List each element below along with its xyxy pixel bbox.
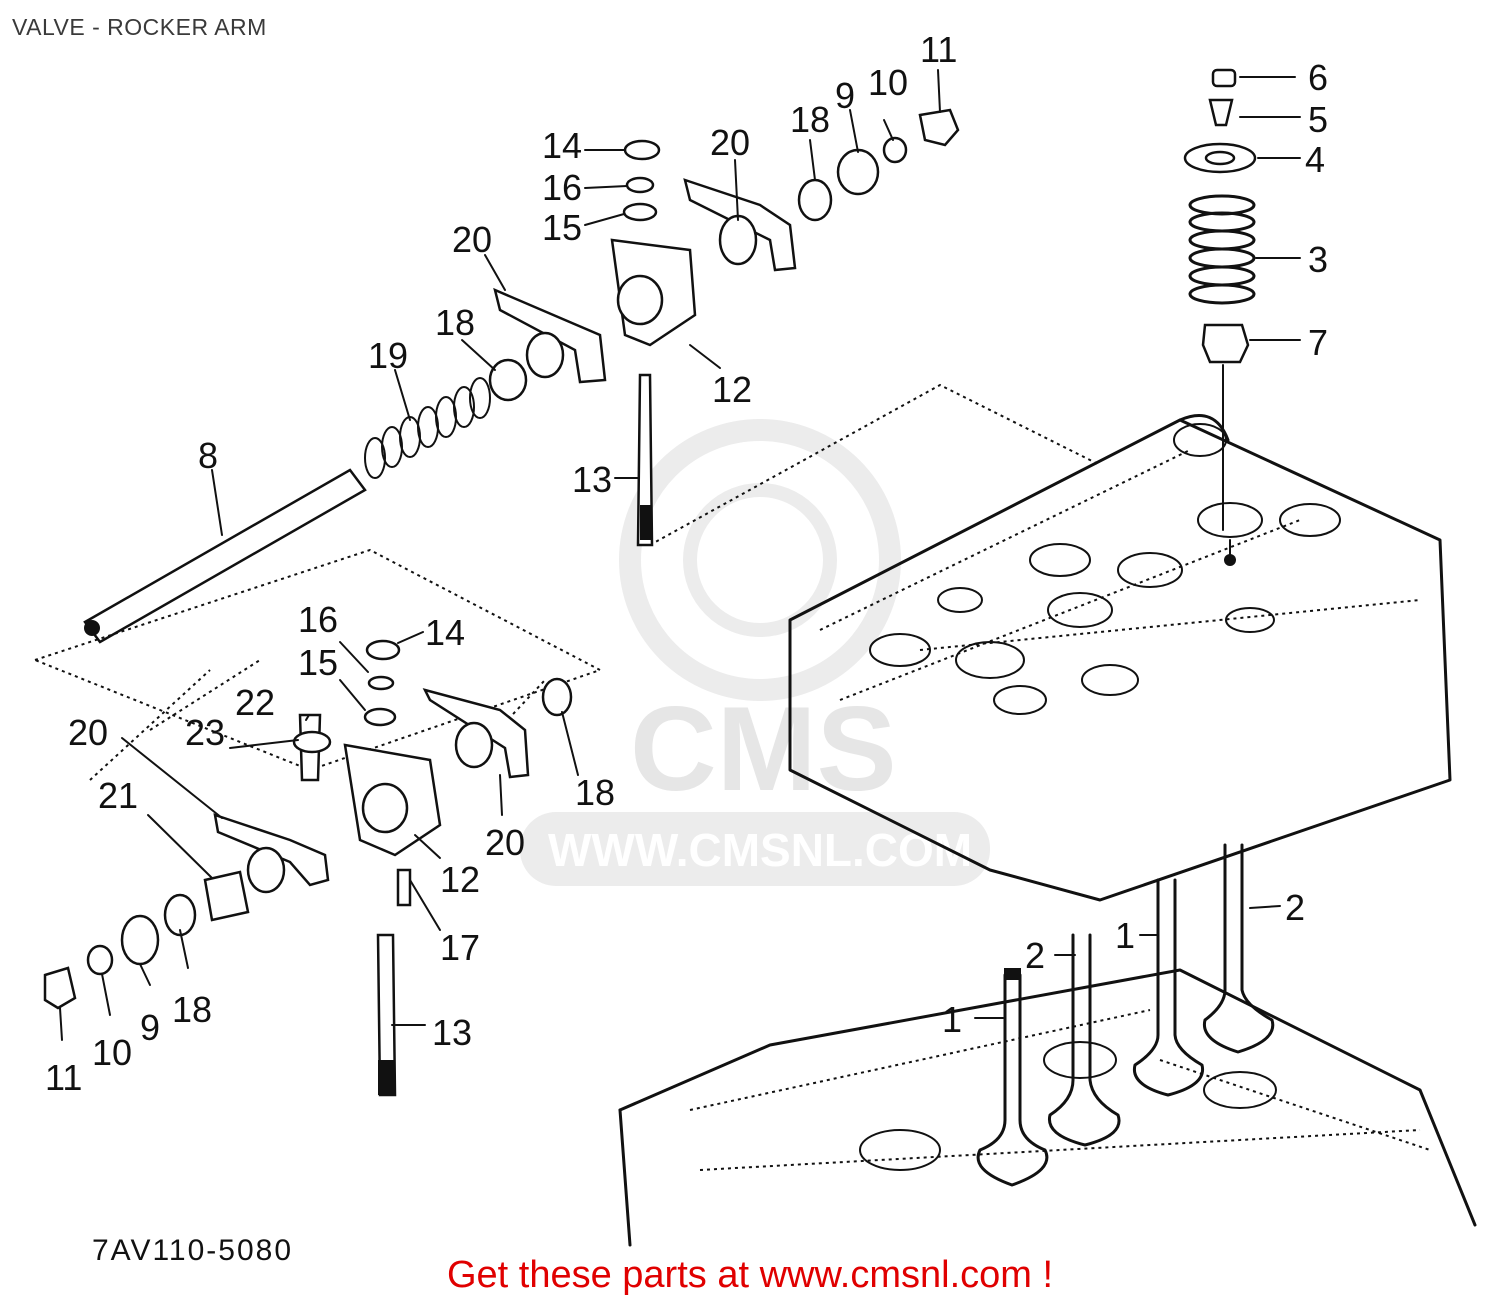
callout-5: 5 [1308,99,1328,140]
cylinder-block [618,968,1477,1247]
callout-13-top: 13 [572,459,612,500]
leader-lines [59,69,1301,1041]
callout-9-bl: 9 [140,1007,160,1048]
valve-spring-assembly [1183,68,1257,531]
callout-18-low: 18 [575,772,615,813]
upper-rocker-assembly [493,108,960,547]
callout-20-left: 20 [68,712,108,753]
callout-3: 3 [1308,239,1328,280]
callout-4: 4 [1305,139,1325,180]
callout-11-top: 11 [920,29,957,70]
watermark-brand: CMS [630,682,897,816]
callout-8: 8 [198,435,218,476]
callout-1-right: 1 [1115,915,1135,956]
callout-7: 7 [1308,322,1328,363]
cta-banner: Get these parts at www.cmsnl.com ! [0,1254,1500,1297]
rocker-shaft [32,358,1101,772]
valve-1-left [976,968,1049,1187]
valve-2-left [1047,933,1121,1147]
callout-2-left: 2 [1025,935,1045,976]
watermark: CMS WWW.CMSNL.COM [520,419,990,886]
callout-22: 22 [235,682,275,723]
callout-10-top: 10 [868,62,908,103]
valves [976,843,1275,1187]
callout-12-top: 12 [712,369,752,410]
valve-1-right [1132,878,1205,1097]
callout-20-mid: 20 [452,219,492,260]
callout-14-top: 14 [542,125,582,166]
callout-23: 23 [185,712,225,753]
callout-16-low: 16 [298,599,338,640]
drawing-code: 7AV110-5080 [92,1234,294,1267]
callout-18-mid: 18 [435,302,475,343]
callout-1-left: 1 [942,999,962,1040]
callout-18-top: 18 [790,99,830,140]
callout-20-top: 20 [710,122,750,163]
callout-13-low: 13 [432,1012,472,1053]
callout-18-bl: 18 [172,989,212,1030]
callout-16-top: 16 [542,167,582,208]
callout-15-top: 15 [542,207,582,248]
page-title: VALVE - ROCKER ARM [12,14,267,40]
callout-19: 19 [368,335,408,376]
callout-labels: 11 10 9 18 20 14 16 15 20 18 19 12 13 8 … [45,29,1328,1098]
callout-2-right: 2 [1285,887,1305,928]
callout-9-top: 9 [835,75,855,116]
callout-15-low: 15 [298,642,338,683]
callout-17: 17 [440,927,480,968]
callout-6: 6 [1308,57,1328,98]
callout-14-low: 14 [425,612,465,653]
callout-21: 21 [98,775,138,816]
callout-10-bl: 10 [92,1032,132,1073]
callout-12-low: 12 [440,859,480,900]
callout-20-low: 20 [485,822,525,863]
lower-rocker-assembly [43,639,573,1097]
callout-11-bl: 11 [45,1057,82,1098]
cta-link[interactable]: Get these parts at www.cmsnl.com ! [446,1254,1054,1296]
valve-2-right [1202,843,1275,1054]
watermark-url: WWW.CMSNL.COM [548,824,972,876]
